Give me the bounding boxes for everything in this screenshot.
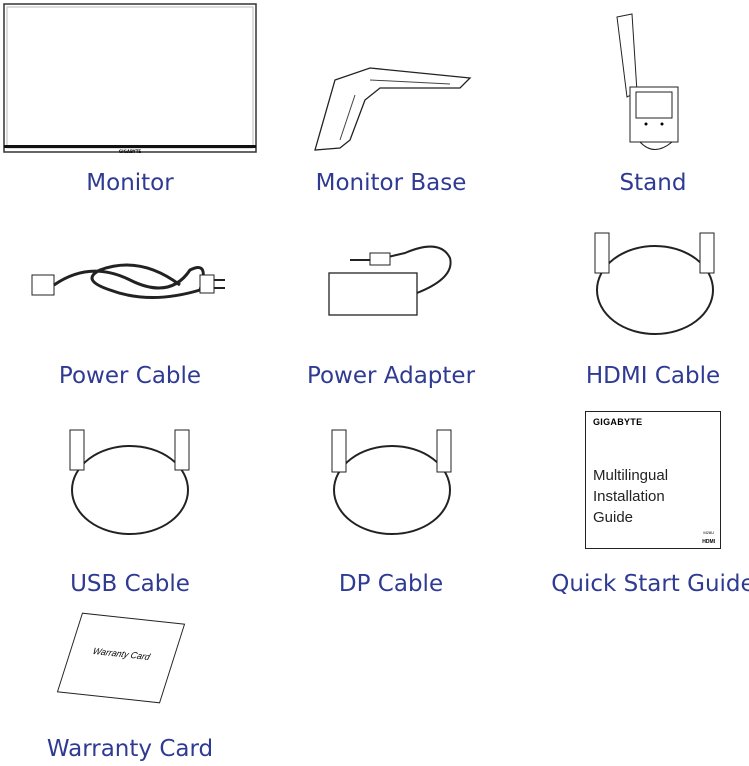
label-monitor-base: Monitor Base <box>315 170 467 196</box>
label-usb-cable: USB Cable <box>70 571 190 597</box>
guide-brand: GIGABYTE <box>593 417 643 427</box>
label-dp-cable: DP Cable <box>338 571 444 597</box>
warranty-card-text: Warranty Card <box>91 645 152 662</box>
label-monitor: Monitor <box>86 170 174 196</box>
usb-cable-illustration <box>65 425 195 540</box>
label-power-cable: Power Cable <box>58 363 202 389</box>
label-warranty-card: Warranty Card <box>46 736 214 762</box>
monitor-illustration: GIGABYTE <box>3 3 258 155</box>
power-adapter-illustration <box>325 238 455 320</box>
label-hdmi-cable: HDMI Cable <box>585 363 721 389</box>
power-cable-illustration <box>30 250 230 310</box>
label-power-adapter: Power Adapter <box>306 363 476 389</box>
stand-illustration <box>612 12 697 157</box>
warranty-card-illustration: Warranty Card <box>56 612 186 704</box>
monitor-base-illustration <box>310 60 475 155</box>
dp-cable-illustration <box>327 425 457 540</box>
guide-hdmi-logo: HDMI <box>702 539 715 545</box>
guide-model: M28U <box>703 530 714 535</box>
label-quick-start-guide: Quick Start Guide <box>551 571 749 597</box>
label-stand: Stand <box>619 170 687 196</box>
monitor-brand: GIGABYTE <box>119 149 142 154</box>
hdmi-cable-illustration <box>590 228 720 338</box>
